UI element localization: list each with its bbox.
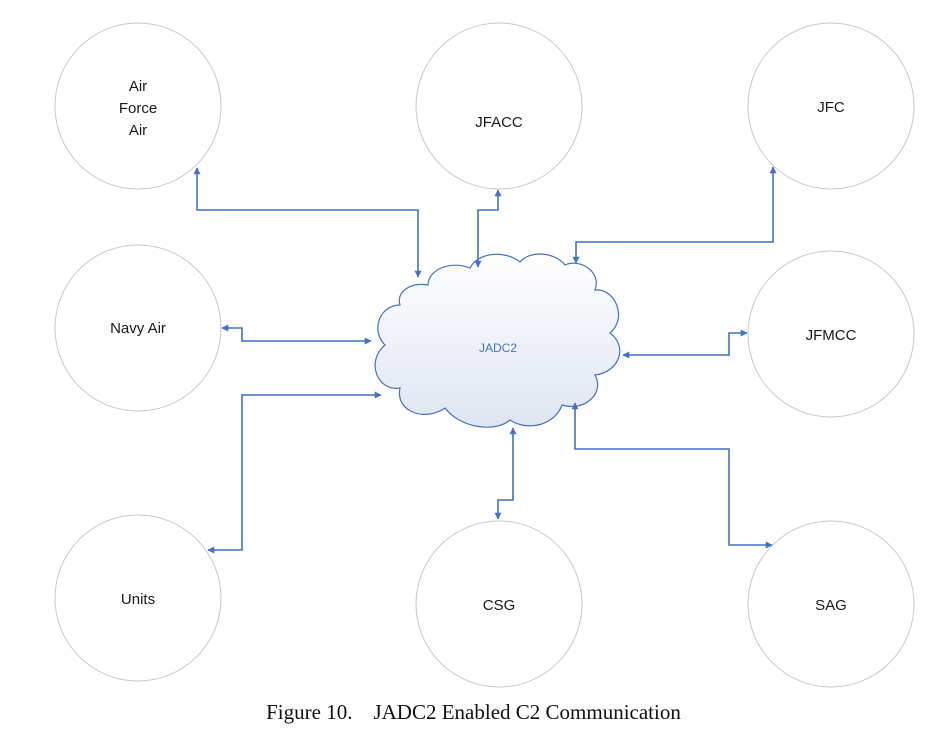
node-jfmcc-label: JFMCC (806, 327, 857, 344)
connector-air-force-air (193, 167, 422, 278)
connector-units (207, 391, 382, 554)
connector-sag (571, 402, 773, 549)
connector-jfmcc (622, 329, 748, 359)
connector-jfc (572, 166, 777, 264)
figure-caption: Figure 10. JADC2 Enabled C2 Communicatio… (0, 700, 947, 725)
connector-navy-air (221, 324, 372, 345)
jadc2-label: JADC2 (479, 341, 517, 355)
figure-title: JADC2 Enabled C2 Communication (373, 700, 681, 724)
node-jfc: JFC (747, 22, 915, 190)
node-air-force-air: Air Force Air (54, 22, 222, 190)
node-sag: SAG (747, 520, 915, 688)
node-air-force-air-label-line3: Air (129, 122, 147, 139)
node-jfacc: JFACC (415, 22, 583, 190)
node-units-label: Units (121, 591, 155, 608)
node-units: Units (54, 514, 222, 682)
node-navy-air-label: Navy Air (110, 320, 166, 337)
node-csg: CSG (415, 520, 583, 688)
jadc2-cloud: JADC2 (374, 253, 621, 428)
connectors (193, 166, 777, 554)
node-jfacc-label: JFACC (475, 114, 523, 131)
node-air-force-air-label-line2: Force (119, 100, 157, 117)
node-air-force-air-label-line1: Air (129, 78, 147, 95)
connector-csg (494, 427, 517, 520)
node-csg-label: CSG (483, 597, 516, 614)
node-navy-air: Navy Air (54, 244, 222, 412)
figure-number: Figure 10. (266, 700, 353, 724)
node-sag-label: SAG (815, 597, 847, 614)
node-jfc-label: JFC (817, 99, 845, 116)
connector-jfacc (474, 189, 502, 268)
node-jfmcc: JFMCC (747, 250, 915, 418)
